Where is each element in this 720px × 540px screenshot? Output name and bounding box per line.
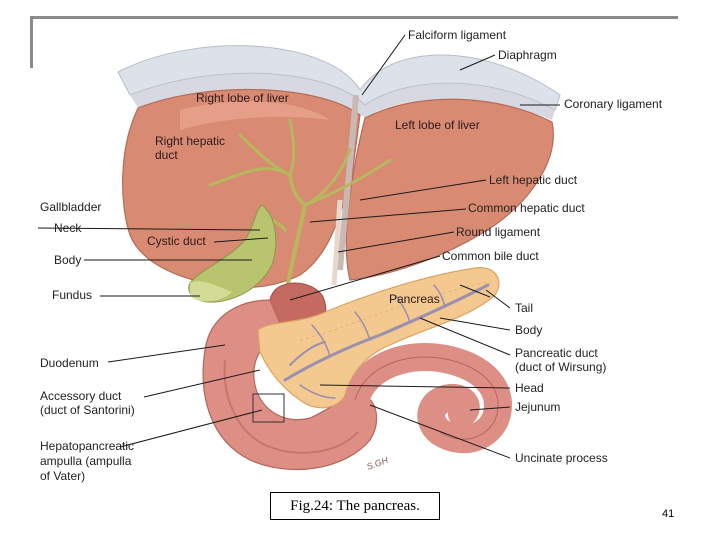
label-head: Head: [515, 381, 544, 395]
label-right-hepatic-duct-line1: Right hepatic: [155, 134, 225, 148]
left-lobe-of-liver: [345, 98, 554, 281]
label-right-hepatic-duct-line2: duct: [155, 148, 178, 162]
label-pancreatic-duct-line1: Pancreatic duct: [515, 346, 598, 360]
falciform-ligament: [337, 94, 359, 271]
gallbladder-fundus: [190, 281, 232, 302]
label-pancreas-body: Body: [515, 323, 542, 337]
diaphragm-shadow: [130, 73, 555, 120]
figure-caption: Fig.24: The pancreas.: [270, 492, 440, 520]
label-fundus: Fundus: [52, 288, 92, 302]
artist-signature: S.GH: [365, 455, 390, 472]
label-uncinate-process: Uncinate process: [515, 451, 608, 465]
label-falciform-ligament: Falciform ligament: [408, 28, 507, 42]
label-left-hepatic-duct: Left hepatic duct: [489, 173, 578, 187]
liver-highlight: [180, 101, 330, 130]
page-number: 41: [662, 508, 675, 520]
label-right-lobe-of-liver: Right lobe of liver: [196, 91, 289, 105]
label-common-hepatic-duct: Common hepatic duct: [468, 201, 585, 215]
label-diaphragm: Diaphragm: [498, 48, 557, 62]
pancreas: [257, 267, 500, 409]
duodenum-inner: [223, 359, 359, 454]
ampulla-highlight-box: [252, 393, 285, 423]
label-neck: Neck: [54, 221, 82, 235]
label-ampulla-line1: Hepatopancreatic: [40, 439, 134, 453]
duodenum: [202, 299, 378, 471]
label-gallbladder: Gallbladder: [40, 200, 101, 214]
label-left-lobe-of-liver: Left lobe of liver: [395, 118, 480, 132]
leader-lines: [37, 34, 560, 459]
right-lobe-of-liver: [122, 88, 361, 289]
label-accessory-duct-line2: (duct of Santorini): [40, 403, 135, 417]
pancreatic-ducts: [283, 283, 490, 399]
frame-top-border: [30, 16, 678, 19]
frame-left-border: [30, 16, 33, 68]
label-duodenum: Duodenum: [40, 356, 99, 370]
round-ligament: [331, 199, 343, 286]
label-jejunum: Jejunum: [515, 400, 560, 414]
label-cystic-duct: Cystic duct: [147, 234, 206, 248]
label-ampulla-line2: ampulla (ampulla: [40, 454, 132, 468]
label-common-bile-duct: Common bile duct: [442, 249, 539, 263]
jejunum-edge: [354, 356, 499, 440]
label-pancreatic-duct-line2: (duct of Wirsung): [515, 360, 606, 374]
label-tail: Tail: [515, 301, 533, 315]
label-coronary-ligament: Coronary ligament: [564, 97, 663, 111]
label-gallbladder-body: Body: [54, 253, 81, 267]
pancreas-texture: [299, 281, 491, 341]
label-ampulla-line3: of Vater): [40, 469, 85, 483]
label-pancreas: Pancreas: [389, 292, 440, 306]
label-round-ligament: Round ligament: [456, 225, 541, 239]
label-accessory-duct-line1: Accessory duct: [40, 389, 122, 403]
bile-ducts: [208, 118, 392, 302]
